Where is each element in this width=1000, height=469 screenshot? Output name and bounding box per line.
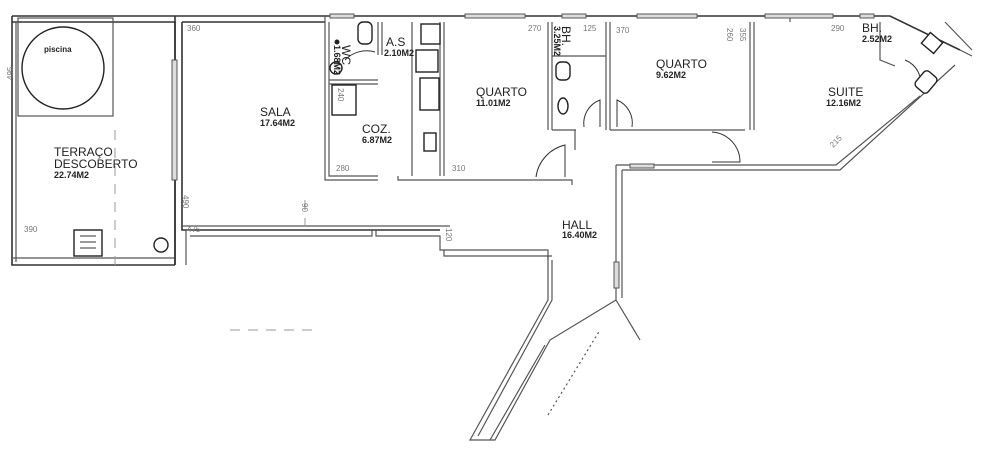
windows — [171, 13, 875, 289]
dim-kitchen-fridge: 240 — [336, 88, 345, 102]
toilet-icon — [357, 21, 373, 45]
bath-2-label: BH. — [862, 21, 882, 35]
dim-living-width: 360 — [187, 24, 201, 33]
dim-corridor: 90 — [300, 203, 309, 212]
dim-bedroom-1-width: 310 — [452, 164, 466, 173]
wc-area: 1.68M2 — [332, 45, 342, 75]
washer-icon — [420, 23, 441, 45]
dim-lower-width: 475 — [187, 225, 201, 234]
bedroom-2-label: QUARTO — [656, 57, 707, 71]
pool-label: piscina — [44, 45, 72, 54]
toilet-icon — [914, 70, 938, 94]
terrace-label-2: DESCOBERTO — [54, 157, 138, 171]
suite-area: 12.16M2 — [826, 98, 861, 108]
kitchen-label: COZ. — [362, 122, 391, 136]
living-label: SALA — [260, 105, 291, 119]
dim-bedroom-1-top: 270 — [528, 24, 542, 33]
pool-shape — [21, 26, 105, 110]
dim-lower-small: 120 — [444, 228, 453, 242]
bath-2-area: 2.52M2 — [862, 34, 892, 44]
dim-kitchen-width: 280 — [336, 164, 350, 173]
dim-bedroom-2-width: 370 — [616, 26, 630, 35]
suite-label: SUITE — [828, 85, 863, 99]
living-area: 17.64M2 — [260, 118, 295, 128]
dim-terrace-width: 390 — [24, 225, 38, 234]
dim-bath-1-width: 125 — [583, 24, 597, 33]
toilet-icon — [555, 61, 571, 81]
bedroom-2-area: 9.62M2 — [656, 70, 686, 80]
hall-label: HALL — [562, 218, 592, 232]
stove-icon — [419, 77, 440, 111]
bath-1-label: BH. — [559, 26, 573, 46]
doors — [344, 50, 922, 178]
wc-label: WC — [339, 45, 353, 65]
bedroom-1-label: QUARTO — [476, 85, 527, 99]
sink-icon — [920, 31, 944, 55]
dim-bedroom-2-height: 260 — [725, 28, 734, 42]
hall-area: 16.40M2 — [562, 230, 597, 240]
dim-living-height: 490 — [181, 195, 190, 209]
laundry-label: A.S — [386, 35, 405, 49]
sink-icon — [329, 61, 343, 75]
terrace-label: TERRAÇO — [54, 145, 113, 159]
dim-suite-height: 355 — [738, 28, 747, 42]
dim-suite-diagonal: 215 — [828, 133, 844, 149]
bedroom-1-area: 11.01M2 — [476, 98, 511, 108]
kitchen-area: 6.87M2 — [362, 135, 392, 145]
fixtures — [17, 17, 944, 331]
dim-terrace-height: 495 — [6, 66, 15, 80]
kitchen-sink-icon — [423, 132, 437, 152]
bath-1-area: 3.25M2 — [552, 26, 562, 56]
terrace-area: 22.74M2 — [54, 170, 89, 180]
laundry-area: 2.10M2 — [384, 48, 414, 58]
fridge-icon — [331, 84, 357, 116]
stairs-icon — [73, 229, 103, 257]
walls — [11, 15, 973, 441]
dim-suite-width: 290 — [831, 24, 845, 33]
tank-icon — [415, 49, 439, 73]
room-labels: piscina TERRAÇO DESCOBERTO 22.74M2 SALA … — [44, 21, 892, 240]
sink-icon — [557, 97, 569, 115]
